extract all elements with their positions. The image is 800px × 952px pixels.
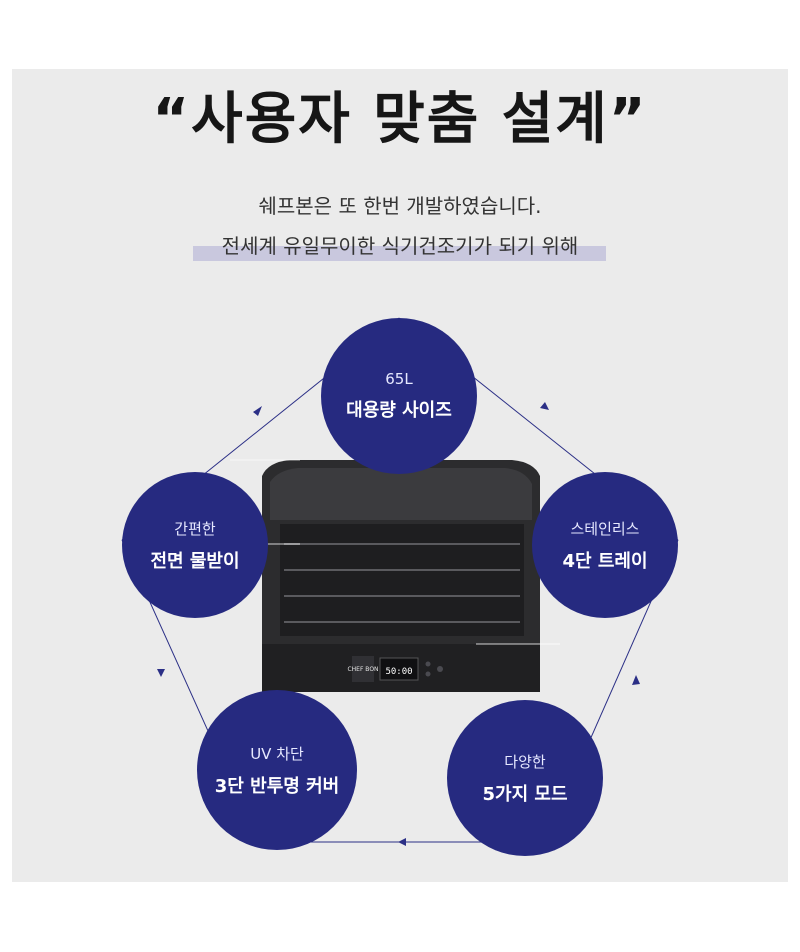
dryer-display bbox=[379, 657, 419, 681]
dryer-display-text: 50:00 bbox=[385, 667, 412, 677]
dryer-brand-label: CHEF BON bbox=[347, 666, 378, 673]
dryer-button-icon bbox=[437, 666, 443, 672]
arrow-icon bbox=[540, 402, 549, 410]
dryer-trays bbox=[284, 543, 520, 623]
feature-label-main: 4단 트레이 bbox=[562, 550, 648, 572]
page-title: “사용자 맞춤 설계” bbox=[152, 87, 648, 152]
feature-label-small: 다양한 bbox=[504, 752, 546, 771]
feature-label-small: UV 차단 bbox=[250, 744, 304, 763]
feature-label-main: 5가지 모드 bbox=[482, 783, 568, 805]
subtitle-line-2: 전세계 유일무이한 식기건조기가 되기 위해 bbox=[221, 234, 579, 258]
text-highlight bbox=[193, 246, 606, 261]
dryer-button-icon bbox=[425, 671, 431, 677]
feature-label-main: 대용량 사이즈 bbox=[346, 400, 452, 421]
subtitle-line-1: 쉐프본은 또 한번 개발하였습니다. bbox=[258, 194, 542, 218]
feature-cover: UV 차단 3단 반투명 커버 bbox=[197, 690, 357, 850]
feature-label-main: 전면 물받이 bbox=[150, 550, 240, 572]
dryer-buttons bbox=[425, 661, 443, 677]
arrow-heads bbox=[157, 402, 640, 846]
dryer-inner bbox=[280, 524, 524, 636]
arrow-icon bbox=[253, 406, 262, 416]
feature-capacity: 65L 대용량 사이즈 bbox=[321, 318, 477, 474]
arrow-icon bbox=[632, 675, 640, 685]
feature-tray: 스테인리스 4단 트레이 bbox=[532, 472, 678, 618]
arrow-icon bbox=[157, 669, 165, 677]
dryer-button-icon bbox=[425, 661, 431, 667]
dryer-brand-badge bbox=[352, 656, 374, 682]
dish-dryer-image: CHEF BON 50:00 bbox=[228, 459, 560, 692]
feature-label-small: 스테인리스 bbox=[570, 519, 640, 538]
feature-label-small: 간편한 bbox=[174, 519, 216, 538]
arrow-icon bbox=[398, 838, 406, 846]
feature-label-main: 3단 반투명 커버 bbox=[214, 775, 340, 797]
feature-label-small: 65L bbox=[385, 370, 413, 388]
dryer-cover-shine bbox=[270, 468, 532, 520]
feature-drip-tray: 간편한 전면 물받이 bbox=[122, 472, 268, 618]
feature-modes: 다양한 5가지 모드 bbox=[447, 700, 603, 856]
